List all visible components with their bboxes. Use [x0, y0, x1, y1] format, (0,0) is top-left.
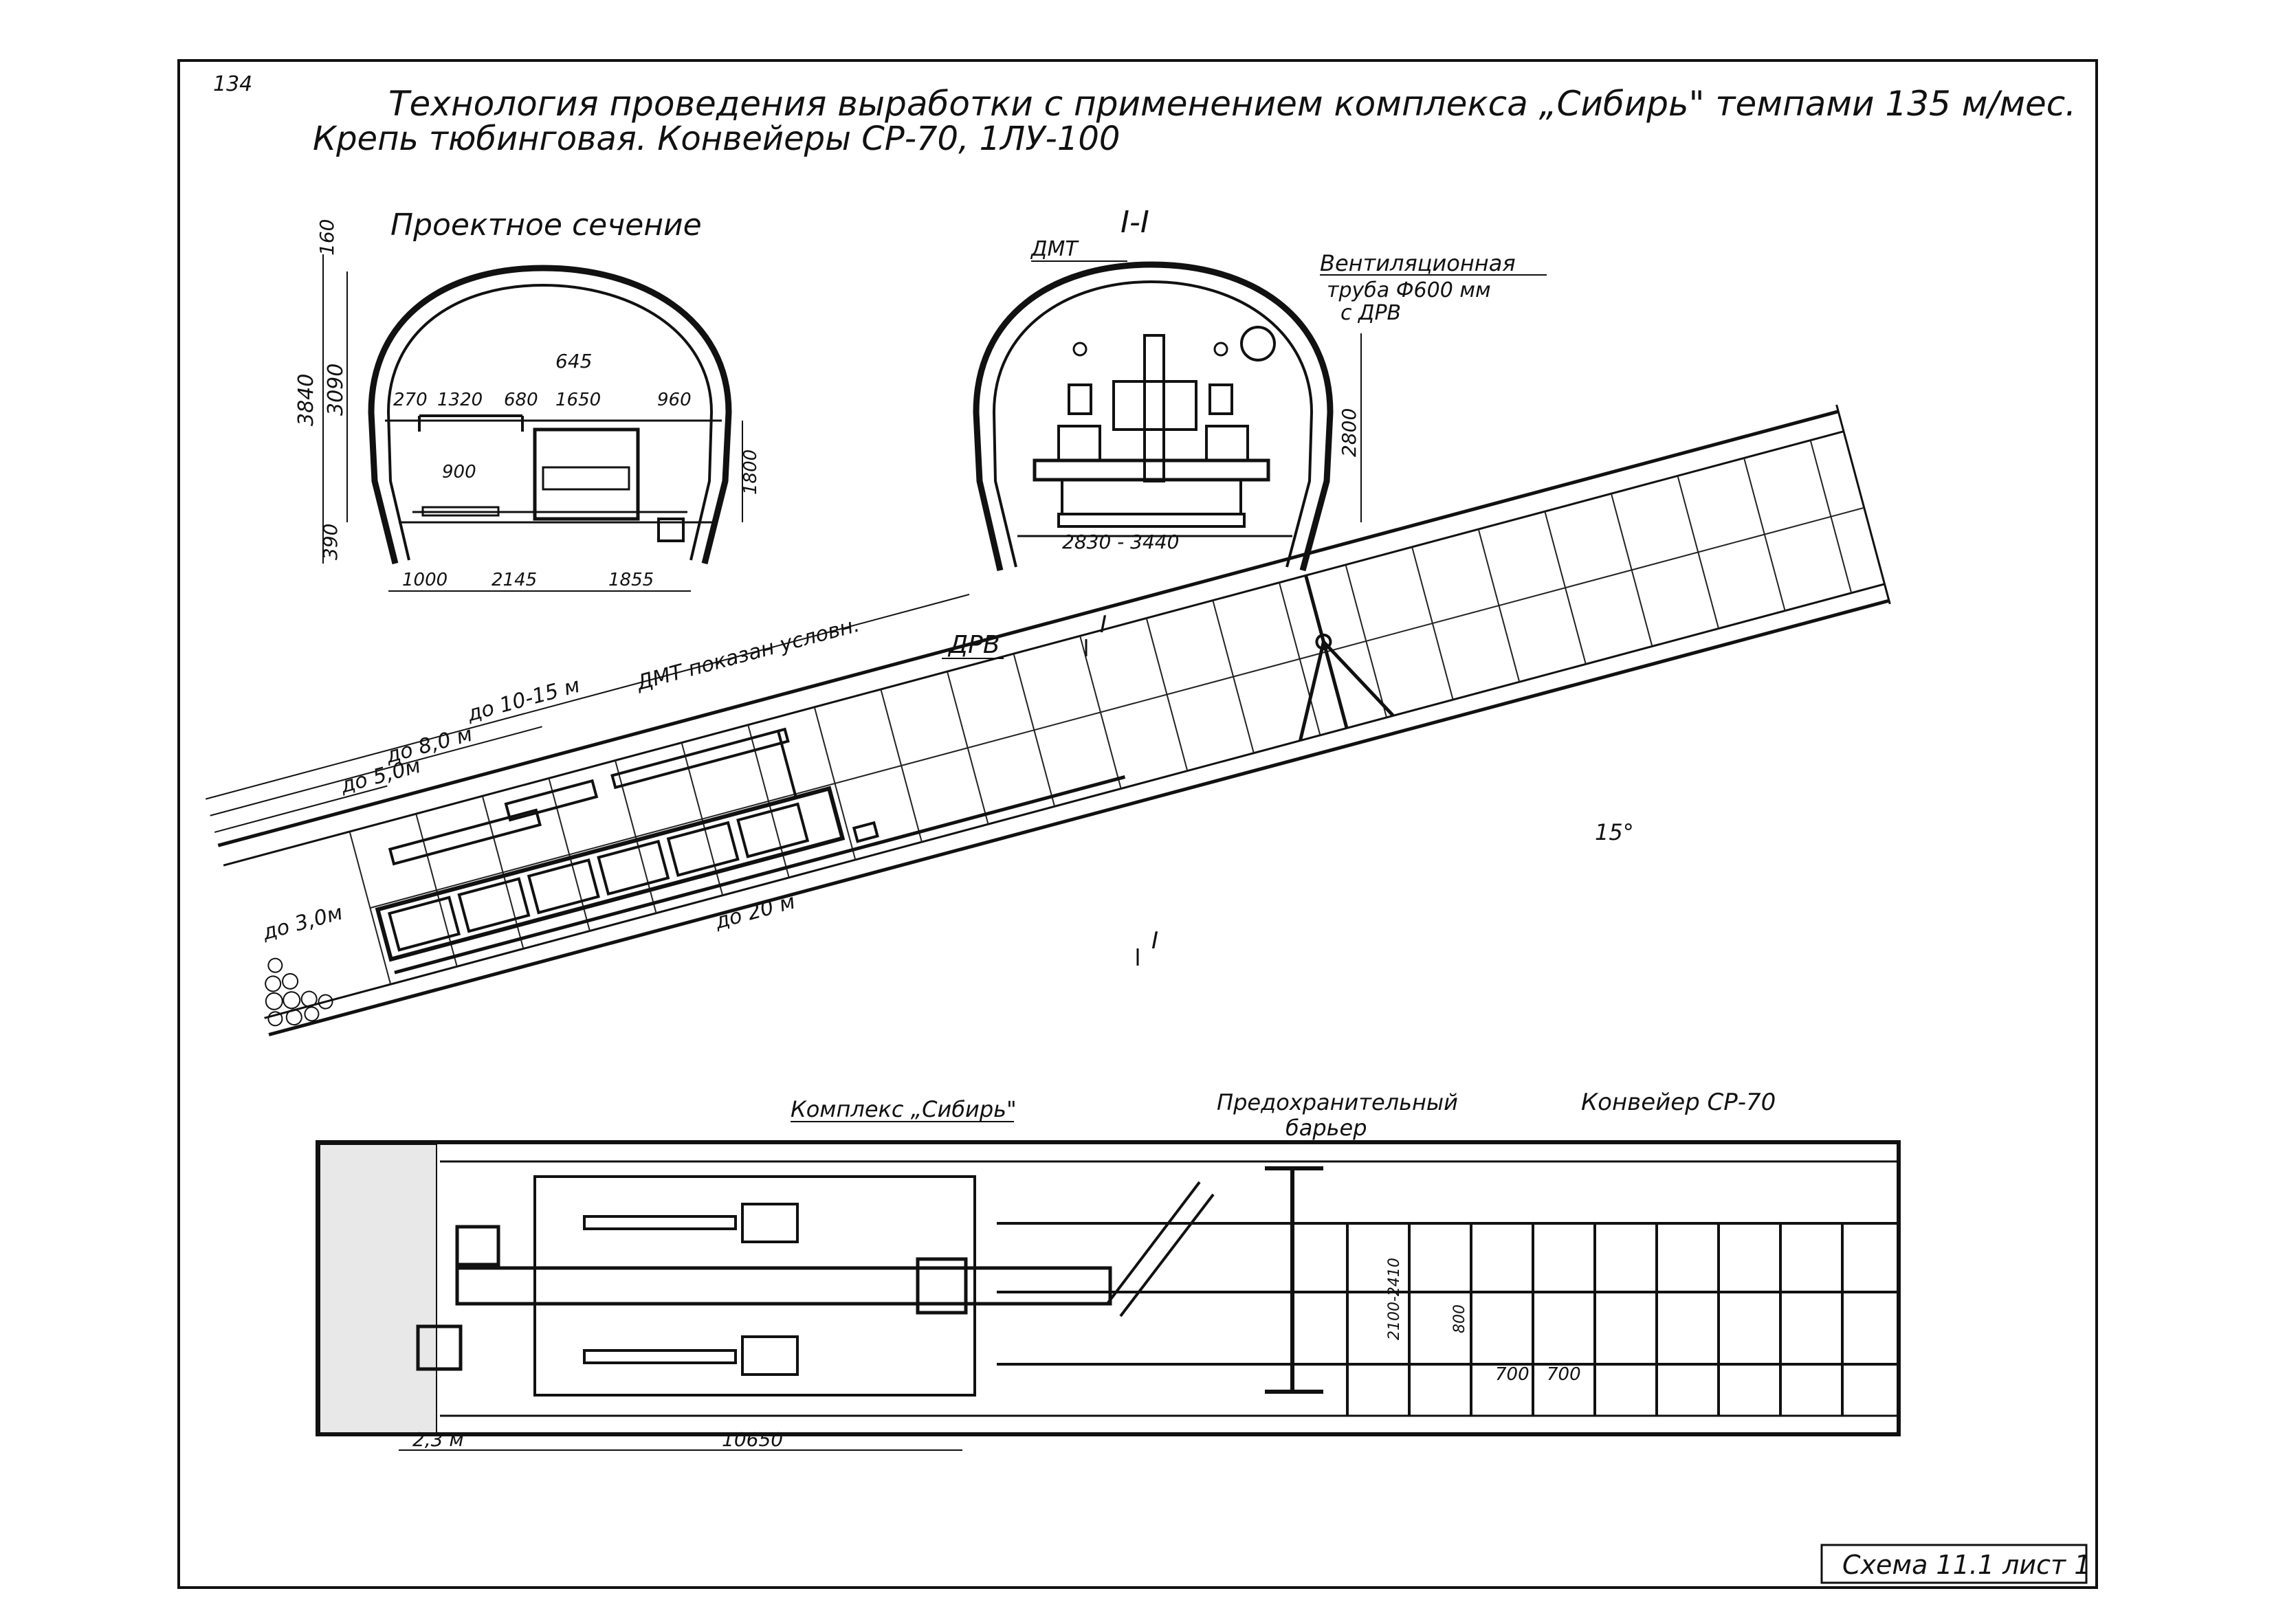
label-barrier-1: Предохранительный	[1217, 1089, 1458, 1115]
profile-end-right	[1835, 404, 1891, 605]
dim-3090: 3090	[324, 364, 348, 416]
section-1-1: I-I ДМТ Вентиляционная труба Ф600 мм с Д…	[973, 205, 1547, 572]
profile-floor-inner	[264, 583, 1885, 1019]
drill-bottom-bar	[583, 1349, 737, 1364]
plan-center-box	[916, 1257, 968, 1315]
incline-conveyor-2	[1119, 1193, 1215, 1317]
vent-label-2: труба Ф600 мм	[1327, 278, 1491, 302]
dim-800: 800	[1451, 1304, 1468, 1333]
dim-270: 270	[393, 390, 428, 410]
dim-10650: 10650	[722, 1428, 783, 1451]
dim-1800: 1800	[740, 449, 761, 495]
drill-top-head	[741, 1203, 799, 1243]
machine-left-body	[1057, 425, 1101, 462]
section-1-1-title: I-I	[1121, 205, 1149, 240]
label-do-3: до 3,0м	[259, 900, 345, 945]
dim-1650: 1650	[555, 390, 601, 410]
dim-3840: 3840	[294, 374, 318, 426]
dim-1855: 1855	[608, 570, 654, 590]
dim-2800: 2800	[1338, 408, 1360, 457]
dim-1000: 1000	[402, 570, 448, 590]
machine-right-lamp	[1213, 342, 1228, 357]
dim-700-b: 700	[1547, 1364, 1581, 1385]
profile-floor-outer	[268, 599, 1890, 1036]
page-number: 134	[213, 72, 252, 96]
plan-view: Комплекс „Сибирь" Предохранительный барь…	[316, 1089, 1901, 1451]
section-conveyor-inner	[542, 466, 630, 491]
section-conveyor-box	[533, 427, 640, 521]
profile-roof-outer	[217, 410, 1839, 847]
label-complex: Комплекс „Сибирь"	[791, 1096, 1017, 1122]
lining-grid	[349, 440, 1865, 985]
angle-label: 15°	[1595, 819, 1634, 845]
label-do-10-15: до 10-15 м	[464, 674, 582, 727]
drill-bottom-head	[741, 1335, 799, 1376]
dim-2-3m: 2,3 м	[412, 1428, 464, 1451]
rock-face	[265, 957, 333, 1027]
title-line-1: Технология проведения выработки с примен…	[388, 84, 2076, 124]
dim-10-15-line	[205, 593, 970, 800]
dim-5-line	[214, 785, 388, 833]
label-drv: ДРВ	[947, 631, 1000, 659]
machine-right-drill	[1208, 383, 1233, 415]
complex-frame	[533, 1175, 976, 1397]
section-mark-bottom: I	[1151, 927, 1158, 955]
dim-960: 960	[657, 390, 692, 410]
dim-1320: 1320	[437, 390, 483, 410]
machine-left-drill	[1068, 383, 1092, 415]
sheet-frame	[177, 59, 2098, 1589]
machine-head	[1112, 380, 1197, 431]
section-arch-outer	[368, 265, 732, 565]
section-arch-inner	[386, 283, 714, 561]
section-1-1-arch-inner	[992, 280, 1314, 568]
vent-label-1: Вентиляционная	[1320, 250, 1516, 276]
section-1-1-arch-outer	[973, 261, 1334, 572]
title-line-2: Крепь тюбинговая. Конвейеры СР-70, 1ЛУ-1…	[313, 120, 1120, 158]
loader-bucket	[455, 1225, 500, 1267]
ventilation-pipe	[1240, 326, 1276, 361]
dim-390: 390	[319, 524, 342, 560]
longitudinal-profile: до 10-15 м до 8,0 м до 5,0м ДМТ показан …	[205, 404, 1891, 1036]
machine-base	[1061, 478, 1242, 515]
scheme-label-box	[1820, 1544, 2088, 1584]
dim-8-line	[210, 726, 542, 816]
conveyor-train	[375, 727, 1126, 975]
drill-top-bar	[583, 1215, 737, 1230]
dim-680: 680	[504, 390, 538, 410]
sr70-rungs	[1346, 1223, 1844, 1416]
plan-outline	[316, 1140, 1901, 1436]
dim-900: 900	[442, 462, 476, 482]
label-dmt: ДМТ	[1030, 237, 1079, 261]
dim-2100-2410: 2100-2410	[1386, 1258, 1403, 1340]
dim-645: 645	[555, 350, 592, 372]
section-rail-left	[421, 506, 500, 517]
machine-right-body	[1205, 425, 1249, 462]
vent-label-3: с ДРВ	[1340, 301, 1401, 325]
plan-face-rubble	[319, 1144, 437, 1434]
machine-left-lamp	[1072, 342, 1088, 357]
label-conveyor: Конвейер СР-70	[1581, 1089, 1776, 1116]
safety-barrier	[1299, 575, 1395, 742]
dim-2145: 2145	[492, 570, 537, 590]
dim-2830-3440: 2830 - 3440	[1062, 531, 1179, 553]
plan-center-conveyor	[455, 1266, 1112, 1306]
profile-roof-inner	[223, 430, 1844, 867]
section-right-box	[657, 518, 685, 542]
dim-160: 160	[316, 219, 338, 256]
machine-platform	[1033, 458, 1270, 482]
project-section-title: Проектное сечение	[390, 208, 702, 243]
incline-conveyor-1	[1105, 1181, 1201, 1306]
label-barrier-2: барьер	[1285, 1115, 1367, 1141]
dim-700-a: 700	[1495, 1364, 1530, 1385]
machine-track	[1057, 513, 1246, 528]
project-section: Проектное сечение 160 3840 3090 390 645 …	[294, 208, 761, 592]
cutter-unit	[416, 1324, 463, 1371]
scheme-label: Схема 11.1 лист 1	[1842, 1550, 2090, 1580]
label-do-20: до 20 м	[712, 890, 798, 935]
section-mark-top: I	[1100, 611, 1107, 638]
